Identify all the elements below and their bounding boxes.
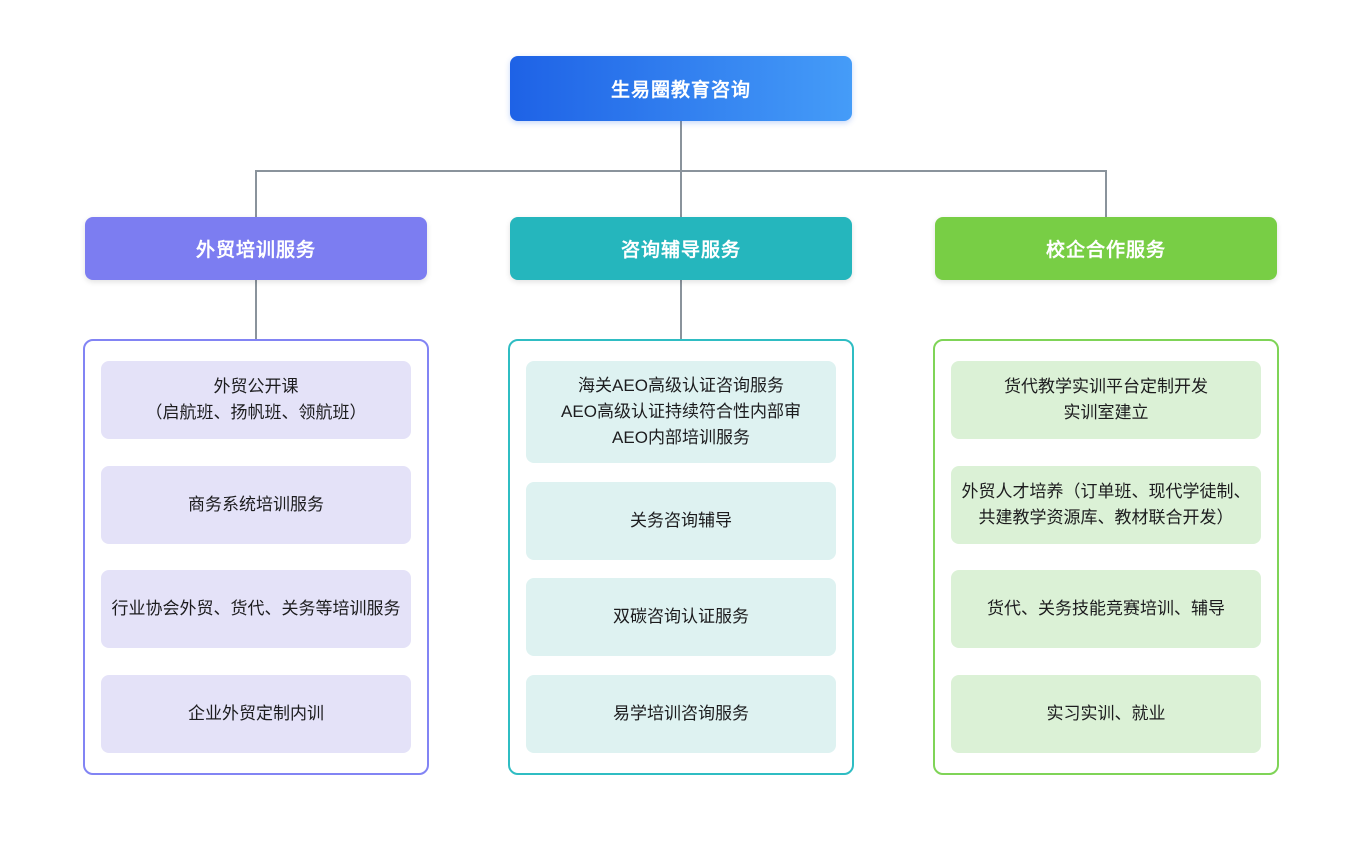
item-enterprise-custom-training: 企业外贸定制内训 bbox=[101, 674, 411, 753]
item-skill-competition: 货代、关务技能竞赛培训、辅导 bbox=[951, 570, 1261, 649]
item-customs-consulting: 关务咨询辅导 bbox=[526, 481, 836, 560]
root-node-label: 生易圈教育咨询 bbox=[610, 80, 751, 101]
branch-container-trade-training: 外贸公开课 （启航班、扬帆班、领航班） 商务系统培训服务 行业协会外贸、货代、关… bbox=[83, 339, 429, 775]
branch-header-consulting-coaching: 咨询辅导服务 bbox=[510, 217, 852, 280]
branch-container-consulting-coaching: 海关AEO高级认证咨询服务 AEO高级认证持续符合性内部审 AEO内部培训服务 … bbox=[508, 339, 854, 775]
branch-header-trade-training-label: 外贸培训服务 bbox=[195, 240, 316, 261]
branch-header-school-enterprise-label: 校企合作服务 bbox=[1045, 240, 1166, 261]
branch-header-trade-training: 外贸培训服务 bbox=[85, 217, 427, 280]
branch-container-school-enterprise: 货代教学实训平台定制开发 实训室建立 外贸人才培养（订单班、现代学徒制、共建教学… bbox=[933, 339, 1279, 775]
connector-root-drop bbox=[680, 121, 682, 171]
item-public-course: 外贸公开课 （启航班、扬帆班、领航班） bbox=[101, 361, 411, 439]
root-node: 生易圈教育咨询 bbox=[510, 56, 852, 121]
connector-drop-branch-2 bbox=[680, 170, 682, 217]
item-yixue-training: 易学培训咨询服务 bbox=[526, 674, 836, 753]
branch-header-consulting-coaching-label: 咨询辅导服务 bbox=[620, 240, 741, 261]
item-business-system-training: 商务系统培训服务 bbox=[101, 465, 411, 544]
item-training-platform: 货代教学实训平台定制开发 实训室建立 bbox=[951, 361, 1261, 439]
item-dual-carbon: 双碳咨询认证服务 bbox=[526, 578, 836, 657]
connector-drop-branch-3 bbox=[1105, 170, 1107, 217]
connector-header-container-2 bbox=[680, 280, 682, 339]
item-internship-employment: 实习实训、就业 bbox=[951, 674, 1261, 753]
item-talent-cultivation: 外贸人才培养（订单班、现代学徒制、共建教学资源库、教材联合开发） bbox=[951, 465, 1261, 544]
item-association-training: 行业协会外贸、货代、关务等培训服务 bbox=[101, 570, 411, 649]
connector-drop-branch-1 bbox=[255, 170, 257, 217]
connector-header-container-1 bbox=[255, 280, 257, 339]
branch-header-school-enterprise: 校企合作服务 bbox=[935, 217, 1277, 280]
item-aeo-certification: 海关AEO高级认证咨询服务 AEO高级认证持续符合性内部审 AEO内部培训服务 bbox=[526, 361, 836, 463]
